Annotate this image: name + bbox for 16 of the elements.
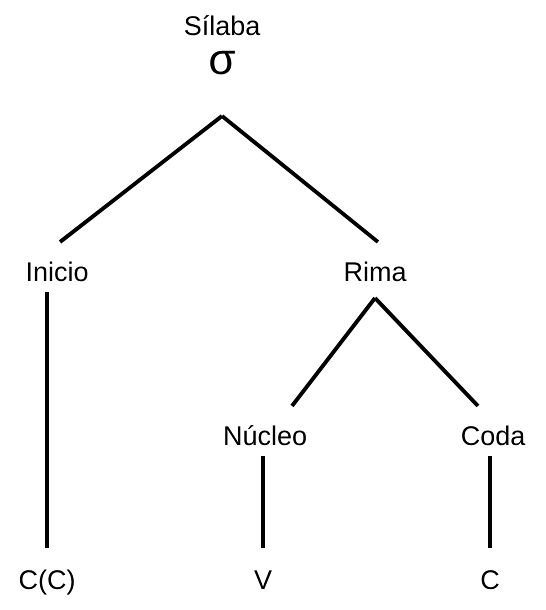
segment-label: V [252,564,273,596]
tree-branch-line [45,292,49,548]
constituent-label: Coda [460,420,526,452]
constituent-label: Inicio [24,256,90,288]
tree-branch-line [261,456,265,548]
constituent-label: Núcleo [222,420,308,452]
segment-label: C(C) [18,564,76,596]
node-heading: Sílaba [182,10,262,42]
tree-branch-line [220,114,380,244]
sigma-symbol: σ [208,42,236,78]
tree-branch-line [488,456,492,548]
segment-label: C [479,564,501,596]
tree-branch-line [374,296,480,408]
tree-branch-line [290,296,377,408]
tree-branch-line [58,114,224,244]
constituent-label: Rima [342,256,408,288]
